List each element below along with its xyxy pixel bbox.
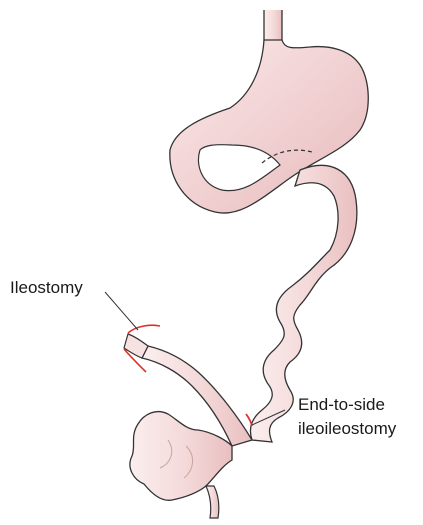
- label-anastomosis-line2: ileoileostomy: [298, 419, 397, 438]
- terminal-segment: [206, 486, 219, 518]
- colon: [130, 412, 232, 501]
- ileostomy-stoma: [124, 334, 148, 358]
- ileostomy-leader-line: [105, 292, 138, 330]
- label-ileostomy: Ileostomy: [10, 278, 83, 297]
- anastomosis-suture: [246, 414, 252, 426]
- stoma-suture-top: [128, 325, 160, 333]
- label-anastomosis-line1: End-to-side: [298, 395, 385, 414]
